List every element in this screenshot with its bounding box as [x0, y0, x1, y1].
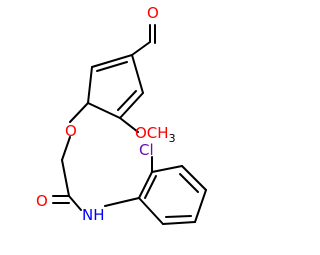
bond-ring2-c-inner — [179, 173, 199, 193]
bond-n-ring2 — [104, 197, 140, 207]
bond-ring1-a — [91, 54, 133, 68]
bond-ring1-b — [87, 66, 93, 104]
bond-ring2-a — [138, 171, 153, 199]
bond-ring2-e — [162, 221, 196, 225]
bonds — [52, 24, 207, 225]
methoxy-group-text: OCH — [135, 124, 169, 142]
methoxy-subscript: 3 — [169, 132, 176, 145]
molecule-drawing: O O OCH3 O NH Cl — [36, 4, 207, 225]
bond-ring-methoxy-o — [119, 117, 139, 133]
bond-carbonyl-n — [68, 195, 82, 211]
bond-ring-ether-o — [69, 102, 89, 123]
bond-ring1-c — [87, 102, 121, 119]
aldehyde-oxygen-label: O — [147, 4, 159, 22]
amide-nitrogen-label: NH — [82, 206, 105, 224]
bond-ring1-a-inner — [96, 61, 128, 72]
bond-aldehyde-c-ring — [131, 41, 151, 56]
bond-ring2-e-inner — [165, 215, 192, 218]
ether-oxygen-label: O — [65, 122, 77, 140]
bond-ring2-a-inner — [144, 175, 157, 199]
bond-ring2-f — [138, 197, 164, 225]
chlorine-label: Cl — [139, 141, 154, 159]
carbonyl-oxygen-label: O — [36, 192, 48, 210]
bond-ring1-e — [131, 54, 144, 94]
structure-diagram: O O OCH3 O NH Cl — [36, 4, 207, 225]
bond-ether-o-ch2 — [61, 136, 71, 161]
bond-ring2-c — [181, 165, 207, 191]
methoxy-label: OCH3 — [135, 124, 176, 145]
bond-ring2-d — [194, 189, 207, 223]
bond-ch2-carbonyl — [61, 159, 70, 197]
bond-ring1-d — [119, 92, 144, 119]
bond-ring2-b — [151, 165, 183, 173]
bond-ring1-d-inner — [117, 90, 137, 111]
